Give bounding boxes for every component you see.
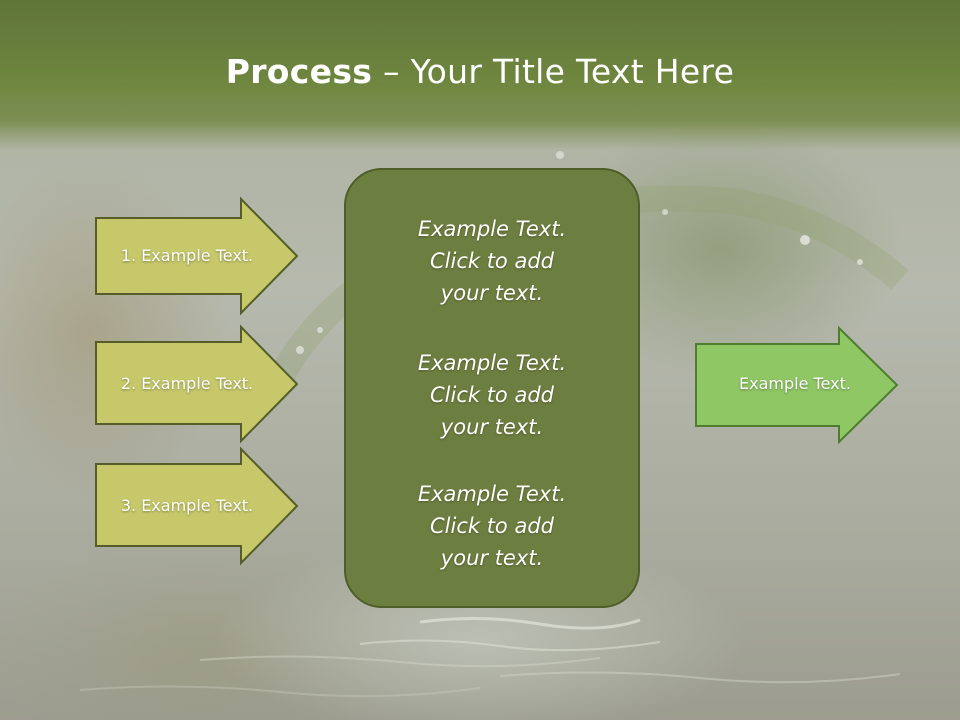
center-block-3-line-1: Example Text. — [417, 482, 567, 506]
center-block-2-line-1: Example Text. — [417, 351, 567, 375]
center-block-1-line-3: your text. — [440, 281, 544, 305]
output-arrow[interactable] — [695, 325, 899, 445]
center-process-box[interactable] — [344, 168, 640, 608]
input-arrow-2-label: 2. Example Text. — [120, 374, 254, 393]
center-text-block-1[interactable]: Example Text. Click to add your text. — [344, 213, 640, 309]
center-text-block-3[interactable]: Example Text. Click to add your text. — [344, 478, 640, 574]
title-band — [0, 0, 960, 150]
center-block-3-line-2: Click to add — [429, 514, 554, 538]
center-block-2-line-2: Click to add — [429, 383, 554, 407]
input-arrow-3[interactable] — [95, 446, 299, 566]
input-arrow-2[interactable] — [95, 324, 299, 444]
title-bold-word: Process — [225, 52, 373, 91]
center-block-1-line-1: Example Text. — [417, 217, 567, 241]
title-rest: – Your Title Text Here — [372, 52, 735, 91]
input-arrow-1[interactable] — [95, 196, 299, 316]
output-arrow-label: Example Text. — [739, 374, 851, 393]
center-block-2-line-3: your text. — [440, 415, 544, 439]
center-block-3-line-3: your text. — [440, 546, 544, 570]
center-text-block-2[interactable]: Example Text. Click to add your text. — [344, 347, 640, 443]
center-block-1-line-2: Click to add — [429, 249, 554, 273]
input-arrow-3-label: 3. Example Text. — [120, 496, 254, 515]
input-arrow-1-label: 1. Example Text. — [120, 246, 254, 265]
slide-title[interactable]: Process – Your Title Text Here — [0, 52, 960, 91]
